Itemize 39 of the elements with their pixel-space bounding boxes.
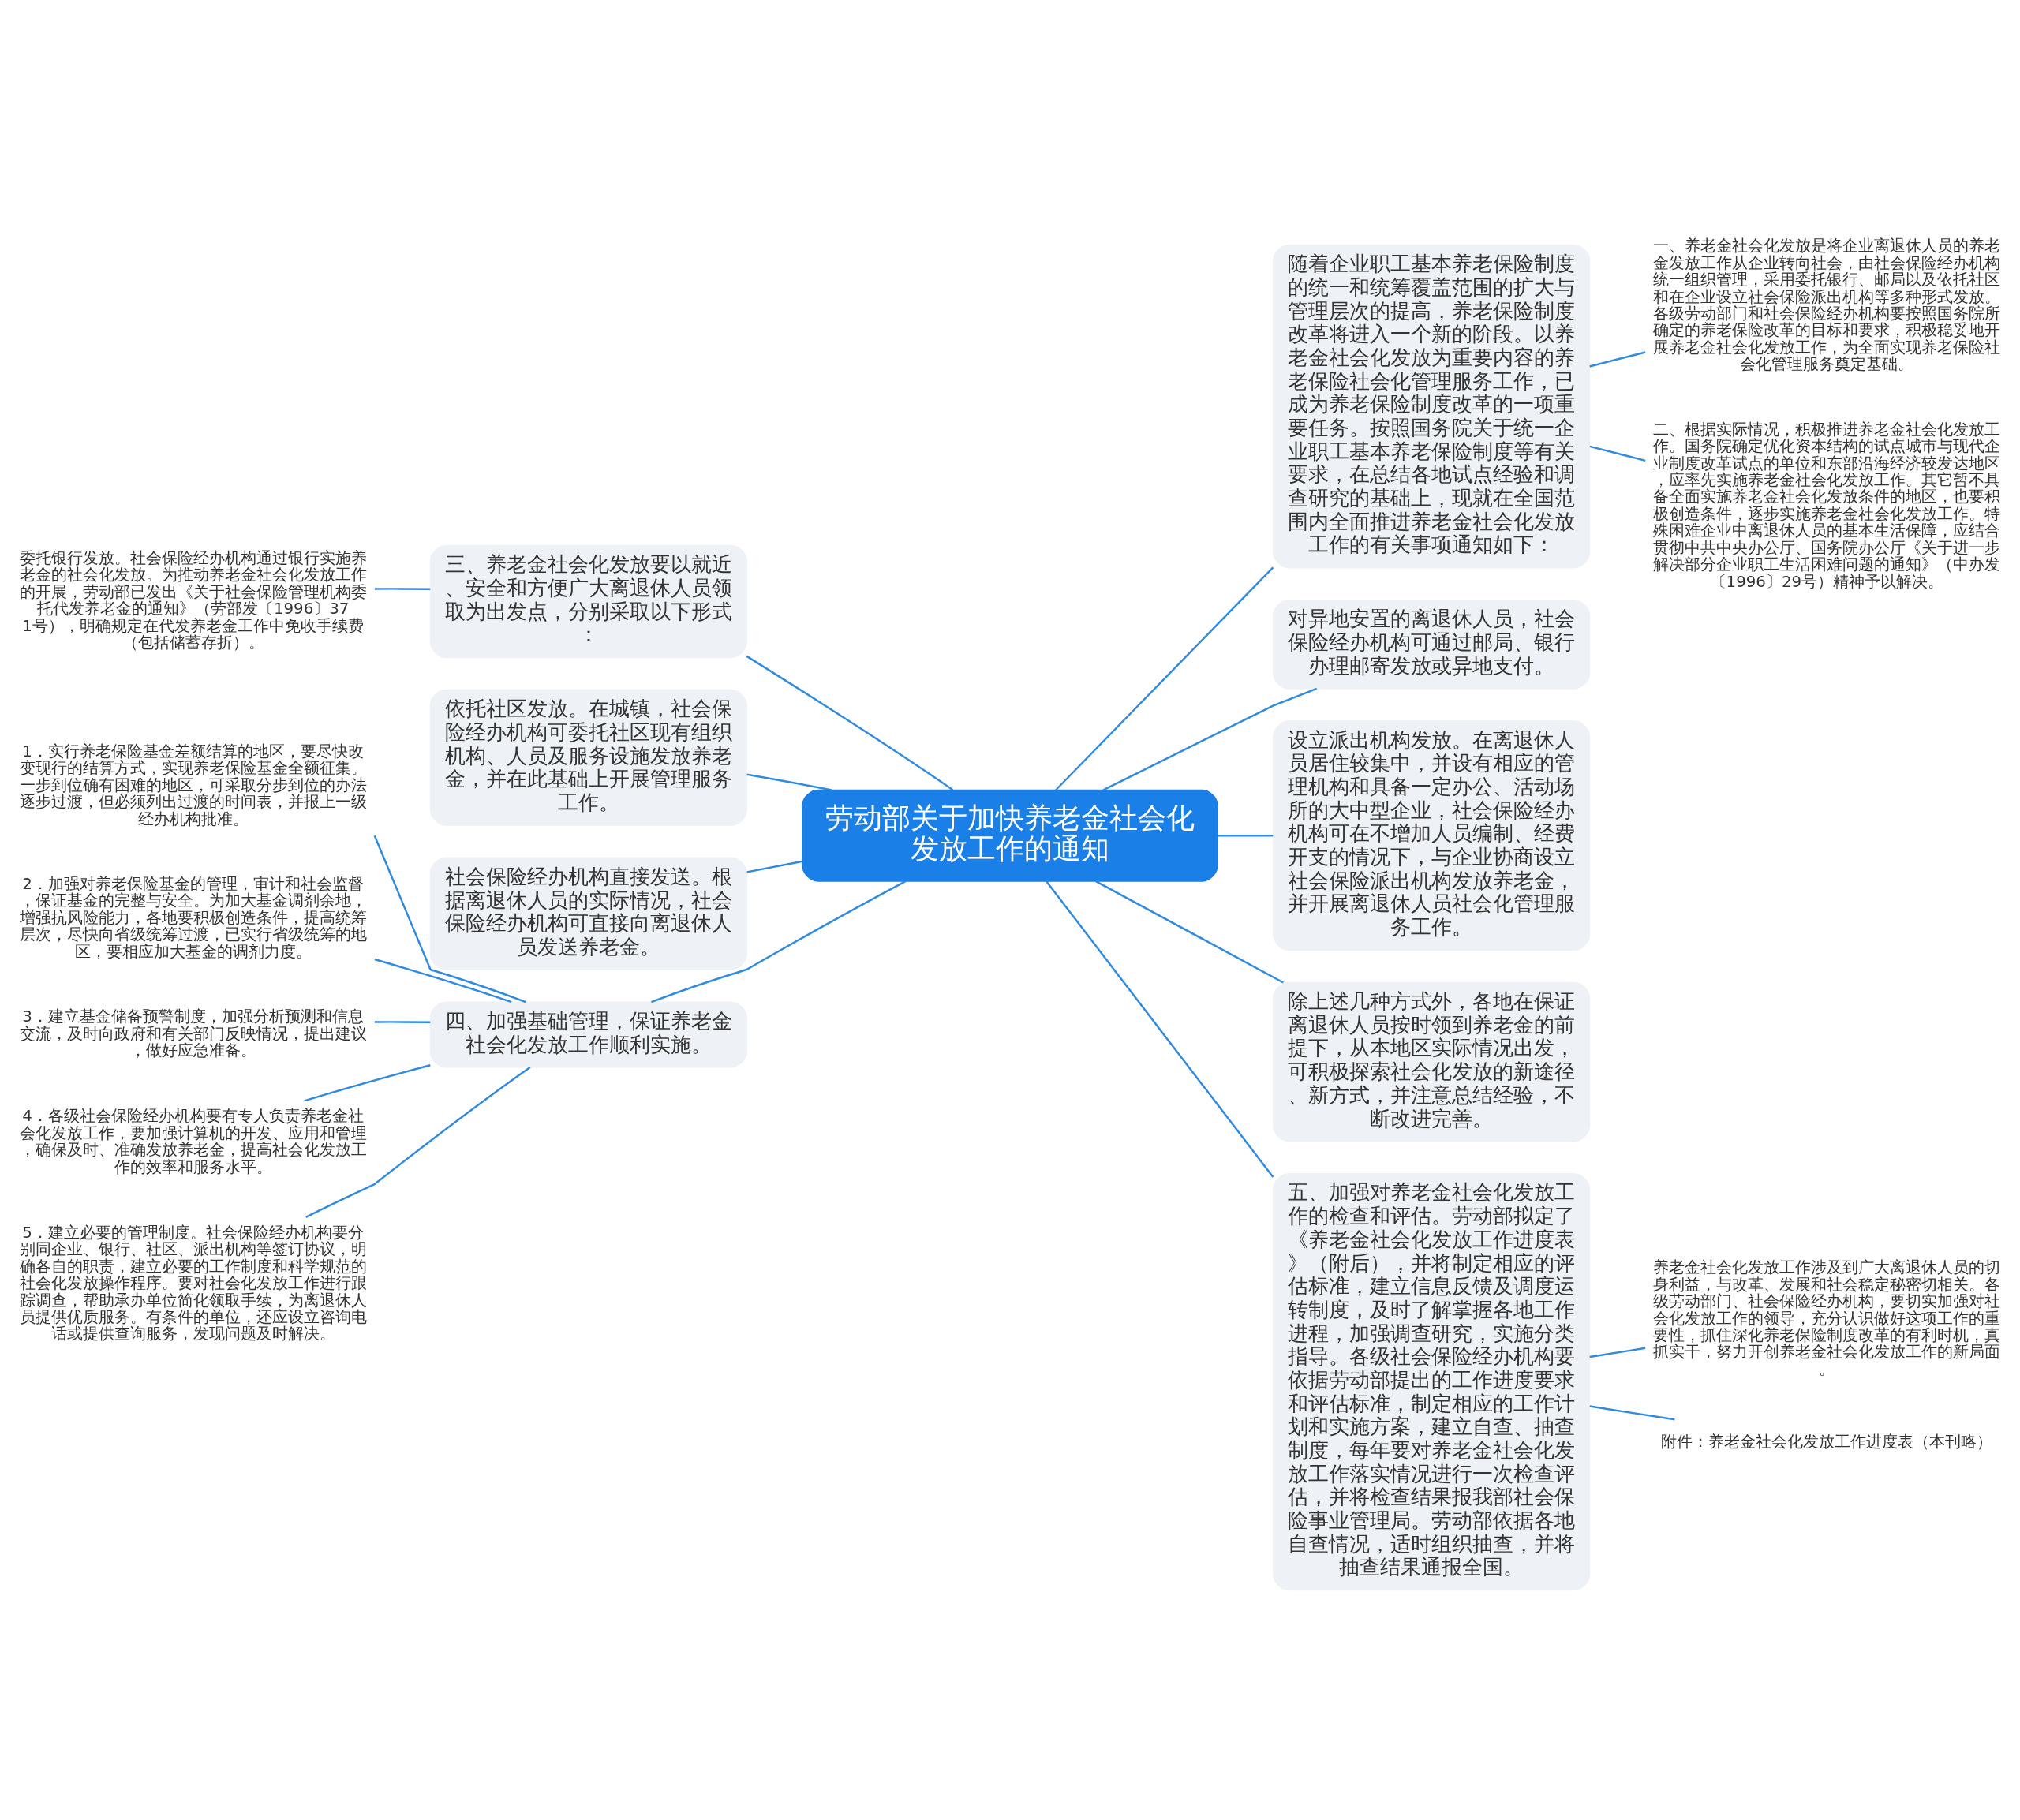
connector bbox=[1589, 1404, 1675, 1421]
connector bbox=[1046, 880, 1274, 1178]
connector bbox=[651, 880, 907, 1003]
node-box: 对异地安置的离退休人员，社会保险经办机构可通过邮局、银行办理邮寄发放或异地支付。 bbox=[1273, 599, 1591, 690]
connector bbox=[1094, 880, 1284, 984]
node-box: 设立派出机构发放。在离退休人员居住较集中，并设有相应的管理机构和具备一定办公、活动场所的大中型企业，社会保险经办机构可在不增加人员编制、经费开支的情况下，与企业协商设立社会保险派出机构发放养老金，并开展离退休人员社会化管理服务工作。 bbox=[1273, 719, 1591, 951]
connector bbox=[1218, 834, 1274, 836]
node-box: 社会保险经办机构直接发送。根据离退休人员的实际情况，社会保险经办机构可直接向离退休人员发送养老金。 bbox=[429, 856, 747, 970]
node-text: 1．实行养老保险基金差额结算的地区，要尽快改变现行的结算方式，实现养老保险基金全额征集。一步到位确有困难的地区，可采取分步到位的办法逐步过渡，但必须列出过渡的时间表，并报上一级经办机构批准。 bbox=[19, 742, 367, 828]
node-box: 劳动部关于加快养老金社会化发放工作的通知 bbox=[802, 789, 1218, 882]
connector bbox=[1102, 687, 1318, 790]
connector bbox=[1055, 566, 1274, 790]
connector bbox=[373, 835, 526, 1003]
node-box: 依托社区发放。在城镇，社会保险经办机构可委托社区现有组织机构、人员及服务设施发放养老金，并在此基础上开展管理服务工作。 bbox=[429, 689, 747, 826]
connector bbox=[1589, 1347, 1646, 1358]
node-box: 四、加强基础管理，保证养老金社会化发放工作顺利实施。 bbox=[429, 1000, 747, 1067]
connector bbox=[374, 1020, 431, 1023]
node-text: 一、养老金社会化发放是将企业离退休人员的养老金发放工作从企业转向社会，由社会保险经办机构统一组织管理，采用委托银行、邮局以及依托社区和在企业设立社会保险派出机构等多种形式发放。各级劳动部门和社会保险经办机构要按照国务院所确定的养老保险改革的目标和要求，积极稳妥地开展养老金社会化发放工作，为全面实现养老保险社会化管理服务奠定基础。 bbox=[1653, 236, 2001, 373]
node-box: 三、养老金社会化发放要以就近、安全和方便广大离退休人员领取为出发点，分别采取以下形式： bbox=[429, 544, 747, 658]
node-text: 4．各级社会保险经办机构要有专人负责养老金社会化发放工作，要加强计算机的开发、应用和管理，确保及时、准确发放养老金，提高社会化发放工作的效率和服务水平。 bbox=[19, 1106, 367, 1176]
node-box: 随着企业职工基本养老保险制度的统一和统筹覆盖范围的扩大与管理层次的提高，养老保险制度改革将进入一个新的阶段。以养老金社会化发放为重要内容的养老保险社会化管理服务工作，已成为养老保险制度改革的一项重要任务。按照国务院关于统一企业职工基本养老保险制度等有关要求，在总结各地试点经验和调查研究的基础上，现就在全国范围内全面推进养老金社会化发放工作的有关事项通知如下： bbox=[1273, 244, 1591, 568]
node-box: 五、加强对养老金社会化发放工作的检查和评估。劳动部拟定了《养老金社会化发放工作进度表》（附后），并将制定相应的评估标准，建立信息反馈及调度运转制度，及时了解掌握各地工作进程，加强调查研究，实施分类指导。各级社会保险经办机构要依据劳动部提出的工作进度要求和评估标准，制定相应的工作计划和实施方案，建立自查、抽查制度，每年要对养老金社会化发放工作落实情况进行一次检查评估，并将检查结果报我部社会保险事业管理局。劳动部依据各地自查情况，适时组织抽查，并将抽查结果通报全国。 bbox=[1273, 1172, 1591, 1590]
connector bbox=[305, 1066, 531, 1218]
connector bbox=[374, 958, 512, 1003]
node-text: 委托银行发放。社会保险经办机构通过银行实施养老金的社会化发放。为推动养老金社会化发放工作的开展，劳动部已发出《关于社会保险管理机构委托代发养老金的通知》（劳部发〔1996〕371号），明确规定在代发养老金工作中免收手续费（包括储蓄存折）。 bbox=[19, 548, 367, 652]
node-text: 3．建立基金储备预警制度，加强分析预测和信息交流，及时向政府和有关部门反映情况，提出建议，做好应急准备。 bbox=[19, 1007, 367, 1059]
node-text: 养老金社会化发放工作涉及到广大离退休人员的切身利益，与改革、发展和社会稳定秘密切相关。各级劳动部门、社会保险经办机构，要切实加强对社会化发放工作的领导，充分认识做好这项工作的重要性，抓住深化养老保险制度改革的有利时机，真抓实干，努力开创养老金社会化发放工作的新局面。 bbox=[1653, 1258, 2001, 1378]
node-text: 附件：养老金社会化发放工作进度表（本刊略） bbox=[1661, 1432, 1993, 1451]
connector bbox=[746, 860, 803, 873]
node-text: 二、根据实际情况，积极推进养老金社会化发放工作。国务院确定优化资本结构的试点城市与现代企业制度改革试点的单位和东部沿海经济较发达地区，应率先实施养老金社会化发放工作。其它暂不具备全面实施养老金社会化发放条件的地区，也要积极创造条件，逐步实施养老金社会化发放工作。特殊困难企业中离退休人员的基本生活保障，应结合贯彻中共中央办公厅、国务院办公厅《关于进一步解决部分企业职工生活困难问题的通知》（中办发〔1996〕29号）精神予以解决。 bbox=[1653, 420, 2001, 591]
connector bbox=[1589, 445, 1646, 462]
connector bbox=[374, 587, 431, 590]
connector bbox=[304, 1063, 431, 1102]
connector bbox=[746, 655, 954, 790]
connector bbox=[746, 773, 832, 791]
node-text: 2．加强对养老保险基金的管理，审计和社会监督，保证基金的完整与安全。为加大基金调剂余地，增强抗风险能力，各地要积极创造条件，提高统筹层次，尽快向省级统筹过渡，已实行省级统筹的地区，要相应加大基金的调剂力度。 bbox=[19, 874, 367, 961]
connector bbox=[1589, 350, 1646, 368]
node-text: 5．建立必要的管理制度。社会保险经办机构要分别同企业、银行、社区、派出机构等签订协议，明确各自的职责，建立必要的工作制度和科学规范的社会化发放操作程序。要对社会化发放工作进行跟踪调查，帮助承办单位简化领取手续，为离退休人员提供优质服务。有条件的单位，还应设立咨询电话或提供查询服务，发现问题及时解决。 bbox=[19, 1223, 367, 1343]
node-box: 除上述几种方式外，各地在保证离退休人员按时领到养老金的前提下，从本地区实际情况出发，可积极探索社会化发放的新途径、新方式，并注意总结经验，不断改进完善。 bbox=[1273, 981, 1591, 1142]
